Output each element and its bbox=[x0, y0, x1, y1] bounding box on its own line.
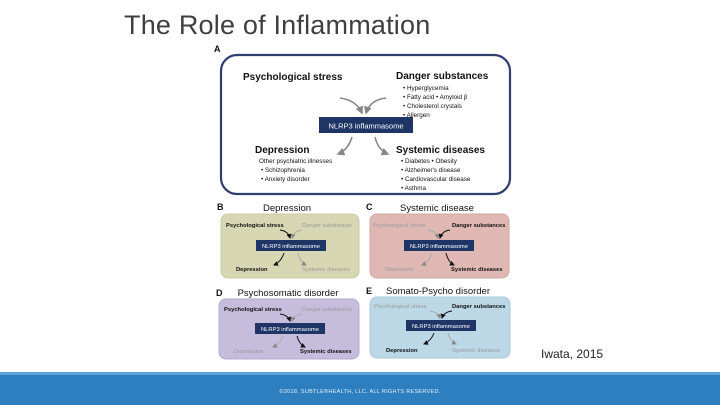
panel-c-arrow-in-left bbox=[427, 229, 440, 239]
panel-a-depression-item: • Schizophrenia bbox=[261, 167, 305, 174]
panel-a-danger-item: • Fatty acid • Amyloid β bbox=[403, 94, 468, 101]
panel-d-title: Psychosomatic disorder bbox=[238, 288, 339, 299]
panel-b-arrow-out-right bbox=[297, 252, 307, 266]
panel-d-arrow-in-right bbox=[290, 313, 303, 322]
panel-b-danger-label: Danger substances bbox=[302, 223, 352, 229]
panel-e-nlrp3-box bbox=[406, 320, 476, 331]
panel-c-stress-label: Psychological stress bbox=[373, 223, 426, 229]
panel-e-stress-label: Psychological stress bbox=[374, 304, 427, 310]
panel-c-title: Systemic disease bbox=[400, 203, 474, 214]
panel-e-arrow-in-right bbox=[440, 310, 453, 319]
panel-a-nlrp3-box bbox=[319, 117, 413, 133]
citation: Iwata, 2015 bbox=[541, 347, 604, 361]
panel-a-systemic-item: • Asthma bbox=[401, 185, 426, 192]
panel-a-danger-item: • Cholesterol crystals bbox=[403, 103, 462, 110]
panel-e-danger-label: Danger substances bbox=[452, 304, 505, 310]
panel-a-danger-title: Danger substances bbox=[396, 71, 489, 82]
panel-b-arrow-in-right bbox=[290, 229, 303, 239]
panel-d-stress-label: Psychological stress bbox=[224, 307, 282, 313]
panel-e: E Somato-Psycho disorder Psychological s… bbox=[366, 286, 511, 359]
panel-b-systemic-label: Systemic diseases bbox=[302, 267, 350, 273]
arrow-danger-to-nlrp3 bbox=[364, 97, 387, 115]
panel-e-arrow-in-left bbox=[429, 310, 442, 319]
panel-b-stress-label: Psychological stress bbox=[226, 223, 284, 229]
panel-d-depression-label: Depression bbox=[234, 349, 263, 355]
panel-c-danger-label: Danger substances bbox=[452, 223, 505, 229]
panel-e-depression-label: Depression bbox=[386, 348, 418, 354]
panel-c-systemic-label: Systemic diseases bbox=[451, 267, 503, 273]
panel-c: C Systemic disease Psychological stress … bbox=[366, 202, 510, 279]
panel-a-danger-item: • Allergen bbox=[403, 112, 430, 119]
panel-a-letter: A bbox=[214, 44, 221, 54]
panel-d-letter: D bbox=[216, 288, 223, 298]
panel-c-arrow-out-left bbox=[421, 252, 433, 266]
panel-a-depression-item: • Anxiety disorder bbox=[261, 176, 310, 183]
panel-d-arrow-in-left bbox=[279, 313, 292, 322]
panel-c-nlrp3-box bbox=[404, 240, 474, 251]
panel-b-depression-label: Depression bbox=[236, 267, 268, 273]
panel-e-arrow-out-left bbox=[423, 332, 435, 345]
panel-a-stress-label: Psychological stress bbox=[243, 72, 343, 83]
slide-title: The Role of Inflammation bbox=[124, 10, 431, 40]
panel-a-systemic-item: • Alzheimer's disease bbox=[401, 167, 461, 174]
panel-a-systemic-item: • Diabetes • Obesity bbox=[401, 158, 458, 165]
panel-a-danger-item: • Hyperglycemia bbox=[403, 85, 449, 92]
panel-a-depression-title: Depression bbox=[255, 145, 309, 156]
footer-copyright: ©2018. SUBTLE®HEALTH, LLC. ALL RIGHTS RE… bbox=[279, 389, 441, 395]
panel-d-nlrp3-box bbox=[255, 323, 325, 334]
panel-e-arrow-out-right bbox=[447, 332, 457, 345]
panel-d-arrow-out-right bbox=[296, 335, 306, 348]
panel-d-systemic-label: Systemic diseases bbox=[300, 349, 352, 355]
panel-a-systemic-item: • Cardiovascular disease bbox=[401, 176, 471, 183]
footer-accent-strip bbox=[0, 372, 720, 376]
arrow-nlrp3-to-depression bbox=[336, 136, 353, 156]
panel-b-nlrp3-box bbox=[256, 240, 326, 251]
panel-a-nlrp3-label: NLRP3 inflammasome bbox=[328, 122, 403, 131]
panel-a-depression-item: Other psychiatric illnesses bbox=[259, 158, 332, 165]
footer-bar bbox=[0, 375, 720, 405]
inflammation-figure: A Psychological stress Danger substances… bbox=[214, 44, 512, 360]
panel-b-nlrp3-label: NLRP3 inflammasome bbox=[262, 244, 320, 250]
panel-e-nlrp3-label: NLRP3 inflammasome bbox=[412, 324, 470, 330]
panel-d-arrow-out-left bbox=[272, 335, 284, 348]
panel-b-arrow-in-left bbox=[279, 229, 292, 239]
arrow-nlrp3-to-systemic bbox=[374, 136, 390, 156]
panel-b-letter: B bbox=[217, 202, 224, 212]
panel-e-systemic-label: Systemic diseases bbox=[452, 348, 500, 354]
panel-b: B Depression Psychological stress Danger… bbox=[217, 202, 360, 279]
panel-d: D Psychosomatic disorder Psychological s… bbox=[216, 288, 360, 360]
panel-a-systemic-title: Systemic diseases bbox=[396, 145, 485, 156]
arrow-stress-to-nlrp3 bbox=[339, 97, 363, 115]
panel-c-arrow-in-right bbox=[438, 229, 451, 239]
panel-d-nlrp3-label: NLRP3 inflammasome bbox=[261, 327, 319, 333]
panel-e-title: Somato-Psycho disorder bbox=[386, 286, 490, 297]
panel-c-letter: C bbox=[366, 202, 373, 212]
panel-c-nlrp3-label: NLRP3 inflammasome bbox=[410, 244, 468, 250]
panel-b-arrow-out-left bbox=[273, 252, 285, 266]
panel-e-letter: E bbox=[366, 286, 372, 296]
panel-c-arrow-out-right bbox=[445, 252, 455, 266]
panel-c-depression-label: Depression bbox=[385, 267, 414, 273]
panel-d-danger-label: Danger substances bbox=[302, 307, 352, 313]
panel-b-title: Depression bbox=[263, 203, 311, 214]
